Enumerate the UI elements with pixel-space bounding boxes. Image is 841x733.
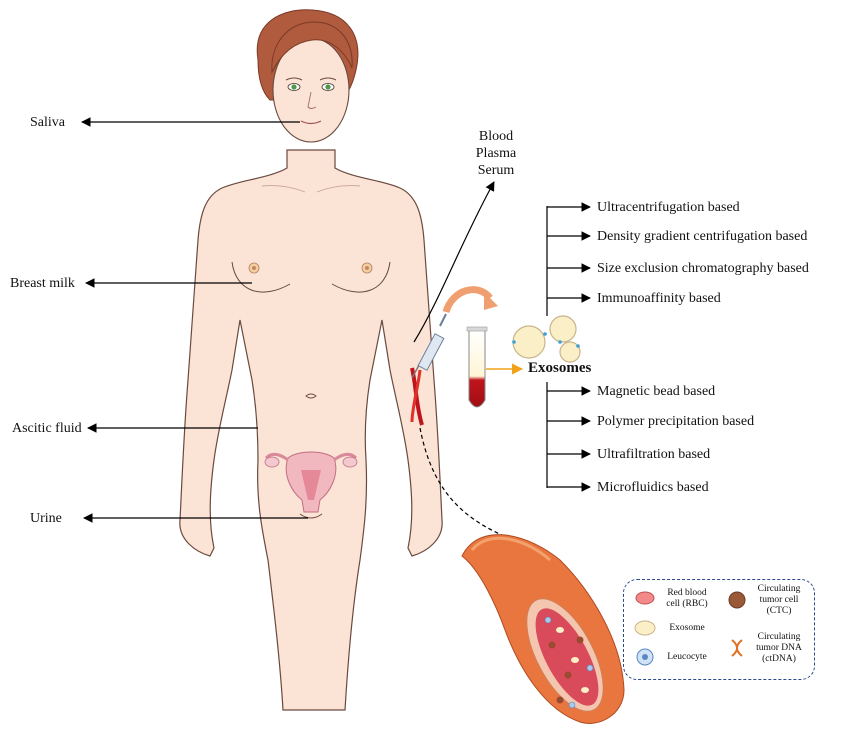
legend-ctdna-line3: (ctDNA)	[748, 654, 810, 665]
blood-label: Blood Plasma Serum	[468, 128, 524, 179]
saliva-label: Saliva	[30, 114, 65, 131]
legend-rbc-line2: cell (RBC)	[660, 599, 714, 610]
legend-ctdna-label: Circulating tumor DNA (ctDNA)	[748, 632, 810, 665]
test-tube-icon	[467, 327, 487, 407]
legend-ctc-line3: (CTC)	[748, 606, 810, 617]
urine-label: Urine	[30, 510, 62, 527]
legend-exosome-label: Exosome	[660, 623, 714, 634]
method-label: Microfluidics based	[597, 479, 709, 496]
blood-line: Blood	[468, 128, 524, 145]
exosomes-label: Exosomes	[528, 360, 591, 377]
breast-milk-label: Breast milk	[10, 275, 75, 292]
method-label: Size exclusion chromatography based	[597, 260, 809, 277]
legend-ctdna-line2: tumor DNA	[748, 643, 810, 654]
ascitic-fluid-label: Ascitic fluid	[12, 420, 82, 437]
method-label: Magnetic bead based	[597, 383, 715, 400]
methods-top-bracket	[547, 206, 590, 316]
legend-ctc-line2: tumor cell	[748, 595, 810, 606]
method-label: Polymer precipitation based	[597, 413, 754, 430]
legend-ctc-label: Circulating tumor cell (CTC)	[748, 584, 810, 617]
method-label: Ultrafiltration based	[597, 446, 710, 463]
human-body-figure	[180, 10, 442, 710]
exosome-vesicles	[512, 316, 580, 362]
methods-bottom-bracket	[547, 382, 590, 488]
legend-ctc-line1: Circulating	[748, 584, 810, 595]
method-label: Density gradient centrifugation based	[597, 228, 807, 245]
blood-vessel-illustration	[462, 535, 624, 724]
method-label: Ultracentrifugation based	[597, 199, 740, 216]
legend-leucocyte-label: Leucocyte	[660, 652, 714, 663]
legend-ctdna-line1: Circulating	[748, 632, 810, 643]
method-label: Immunoaffinity based	[597, 290, 721, 307]
transfer-curved-arrow	[446, 290, 490, 312]
legend-rbc-label: Red blood cell (RBC)	[660, 588, 714, 610]
serum-line: Serum	[468, 162, 524, 179]
legend-rbc-line1: Red blood	[660, 588, 714, 599]
plasma-line: Plasma	[468, 145, 524, 162]
